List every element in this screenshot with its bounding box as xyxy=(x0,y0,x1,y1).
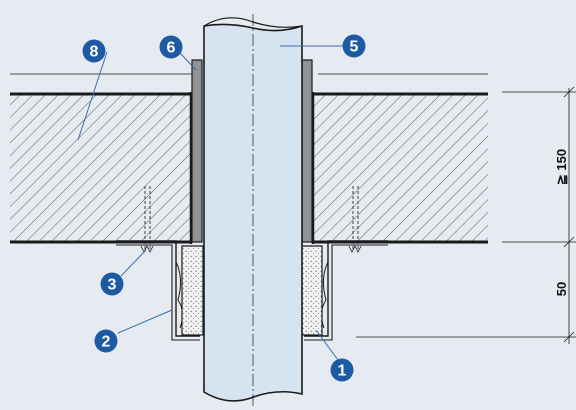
svg-text:8: 8 xyxy=(90,44,99,61)
sleeve-right xyxy=(301,59,313,243)
pipe xyxy=(203,14,303,408)
callout-3: 3 xyxy=(100,272,124,296)
dimension-lower-label: 50 xyxy=(554,282,569,296)
callout-2: 2 xyxy=(94,329,118,353)
intumescent-insert-right xyxy=(300,245,323,336)
sleeve-left xyxy=(191,59,203,243)
callout-1: 1 xyxy=(330,358,354,382)
intumescent-insert-left xyxy=(181,245,204,336)
callout-8: 8 xyxy=(82,39,106,63)
svg-text:5: 5 xyxy=(350,39,359,56)
dimension-upper-label: ≧ 150 xyxy=(554,149,569,185)
callout-5: 5 xyxy=(342,34,366,58)
svg-text:3: 3 xyxy=(108,277,117,294)
svg-text:6: 6 xyxy=(167,40,176,57)
dimension-lines xyxy=(356,86,576,344)
leader-lines xyxy=(77,45,344,361)
svg-text:1: 1 xyxy=(338,363,347,380)
callout-6: 6 xyxy=(159,35,183,59)
concrete-slab-right xyxy=(313,94,488,242)
anchor-right xyxy=(348,186,362,253)
svg-text:2: 2 xyxy=(102,334,111,351)
anchor-left xyxy=(140,186,154,253)
concrete-slab-left xyxy=(10,94,191,242)
